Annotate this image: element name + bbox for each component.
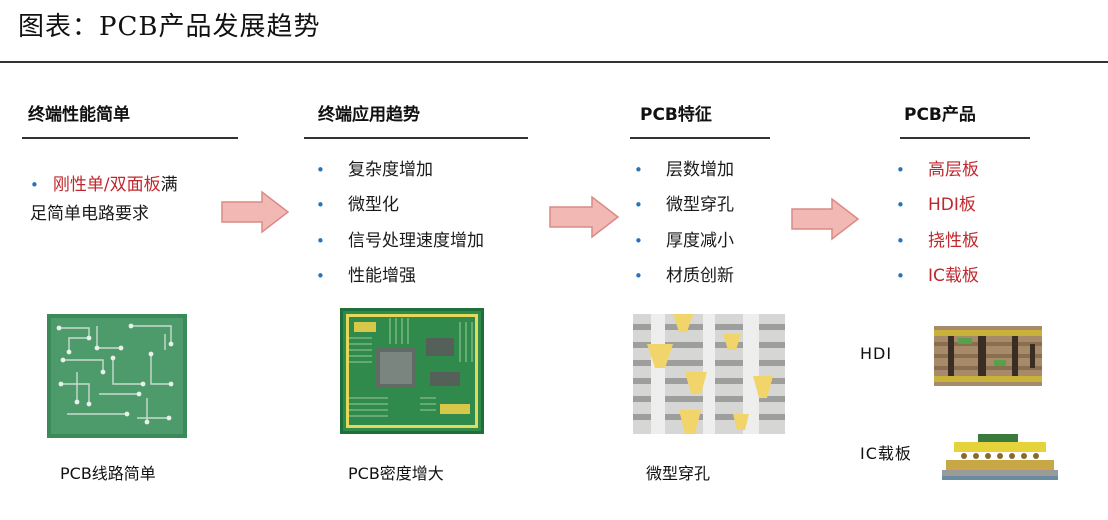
list-item: 挠性板 <box>892 224 1030 260</box>
column-heading: 终端性能简单 <box>28 105 130 125</box>
highlight-text: 刚性单/双面板 <box>52 175 161 195</box>
bullet-dot: • <box>30 176 39 194</box>
dense-pcb-image <box>340 308 484 434</box>
list-item: 高层板 <box>892 153 1030 189</box>
list-item: HDI板 <box>892 188 1030 224</box>
features-list: 层数增加 微型穿孔 厚度减小 材质创新 <box>630 153 770 295</box>
micro-via-cross-section-image <box>633 314 785 434</box>
trend-list: 复杂度增加 微型化 信号处理速度增加 性能增强 <box>312 153 528 295</box>
list-item: 微型化 <box>312 188 528 224</box>
column-terminal-simple: 终端性能简单 <box>22 100 238 139</box>
image-caption: PCB密度增大 <box>348 464 444 483</box>
column-pcb-features: PCB特征 层数增加 微型穿孔 厚度减小 材质创新 <box>630 100 770 295</box>
ic-substrate-label: IC载板 <box>860 444 912 463</box>
column-heading: 终端应用趋势 <box>318 105 420 125</box>
list-item: 层数增加 <box>630 153 770 189</box>
hdi-label: HDI <box>860 344 893 363</box>
right-arrow-icon <box>791 197 860 241</box>
list-item: 复杂度增加 <box>312 153 528 189</box>
list-item: 厚度减小 <box>630 224 770 260</box>
column-rule <box>900 137 1030 139</box>
description-text: 足简单电路要求 <box>30 204 149 224</box>
column-heading: PCB产品 <box>904 105 976 125</box>
column-heading: PCB特征 <box>640 105 712 125</box>
image-caption: PCB线路简单 <box>60 464 156 483</box>
column-rule <box>304 137 528 139</box>
list-item: 微型穿孔 <box>630 188 770 224</box>
right-arrow-icon <box>549 195 620 239</box>
ic-substrate-image <box>940 426 1060 486</box>
column-pcb-products: PCB产品 高层板 HDI板 挠性板 IC载板 <box>896 100 1030 295</box>
description-text: 满 <box>160 175 178 195</box>
right-arrow-icon <box>221 190 290 234</box>
simple-pcb-image <box>47 314 187 438</box>
image-caption: 微型穿孔 <box>646 464 711 483</box>
list-item: 材质创新 <box>630 259 770 295</box>
list-item: 信号处理速度增加 <box>312 224 528 260</box>
products-list: 高层板 HDI板 挠性板 IC载板 <box>892 153 1030 295</box>
page-title: 图表：PCB产品发展趋势 <box>18 12 321 42</box>
list-item: IC载板 <box>892 259 1030 295</box>
list-item: 性能增强 <box>312 259 528 295</box>
column-rule <box>22 137 238 139</box>
column-terminal-trend: 终端应用趋势 复杂度增加 微型化 信号处理速度增加 性能增强 <box>304 100 528 295</box>
column-1-description: • 刚性单/双面板满 足简单电路要求 <box>30 171 220 229</box>
title-divider <box>0 61 1108 63</box>
hdi-board-image <box>934 326 1042 386</box>
column-rule <box>630 137 770 139</box>
